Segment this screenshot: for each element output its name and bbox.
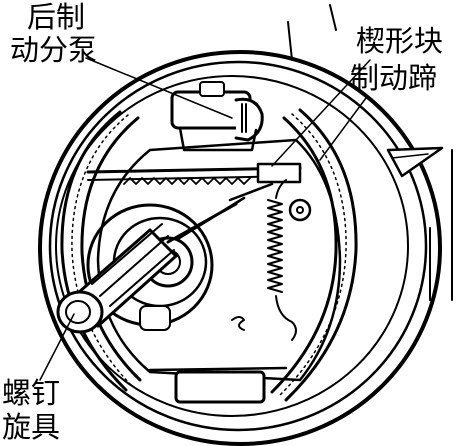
left-brake-shoe [60,110,142,392]
upper-return-spring [123,177,251,185]
rear-wheel-cylinder [170,81,264,152]
label-screwdriver-tool-line2: 旋具 [2,410,61,444]
leader-lines [39,57,371,381]
screwdriver-tool [56,202,238,334]
adjuster-spring [267,179,297,341]
label-rear-wheel-cylinder-line1: 后制 [27,0,86,34]
label-wedge-block: 楔形块 [356,24,444,58]
support-lines [287,4,453,301]
label-brake-shoe: 制动蹄 [350,61,438,95]
wedge-block [86,162,302,184]
label-screwdriver-tool-line1: 螺钉 [2,376,61,410]
label-rear-wheel-cylinder-line2: 动分泵 [10,33,98,67]
lower-anchor [139,305,288,404]
brake-drum [38,50,444,446]
